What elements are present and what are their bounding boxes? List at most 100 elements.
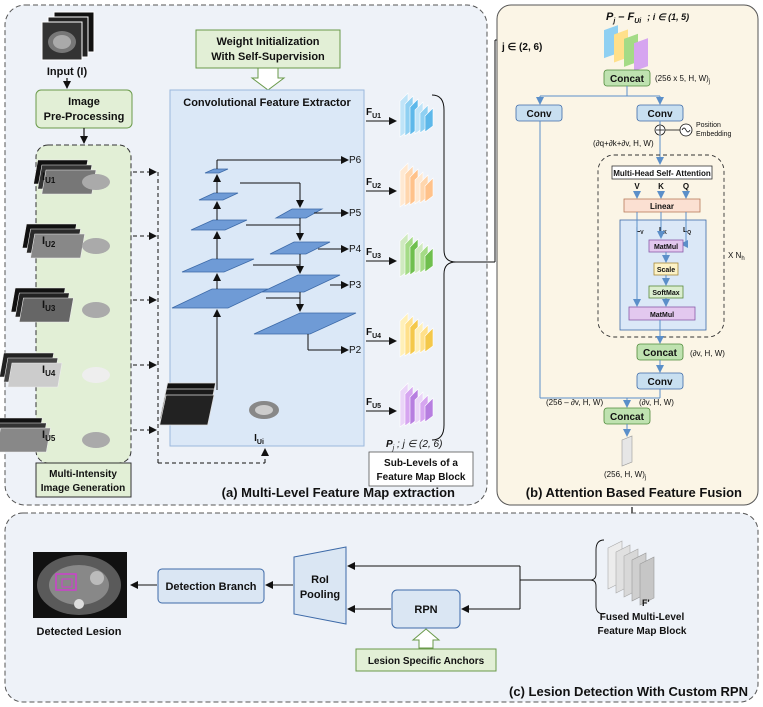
intensity-label: IU4 <box>42 364 56 378</box>
detected-lesion-label: Detected Lesion <box>37 626 122 638</box>
extractor-title: Convolutional Feature Extractor <box>183 97 351 109</box>
p-level-label: P2 <box>349 345 362 356</box>
sublevel-line2: Feature Map Block <box>377 472 466 483</box>
weight-init-line2: With Self-Supervision <box>211 51 325 63</box>
roi-pooling-box <box>293 546 347 625</box>
multi-intensity-line2: Image Generation <box>41 483 125 494</box>
weight-init-box <box>195 29 341 69</box>
feature-label: FU5 <box>366 397 381 410</box>
weight-init-arrow <box>250 67 286 91</box>
feature-label: FU3 <box>366 247 381 260</box>
anchors-label: Lesion Specific Anchors <box>368 656 485 667</box>
fused-output-map <box>621 435 633 467</box>
intensity-stack <box>33 159 110 195</box>
sublevel-line1: Sub-Levels of a <box>384 458 458 469</box>
panel-c-border <box>4 512 759 703</box>
feature-map-block <box>399 382 434 428</box>
feature-map-block <box>399 312 434 358</box>
p-level-label: P5 <box>349 208 362 219</box>
input-label: Input (I) <box>47 66 88 78</box>
p-level-label: P3 <box>349 280 362 291</box>
conv-left <box>515 104 563 122</box>
anchors-arrow <box>411 628 441 649</box>
concat-mid-dims: (∂v, H, W) <box>690 349 725 358</box>
pyramid-planes <box>171 168 357 335</box>
input-image <box>41 11 95 61</box>
panel-b-caption: (b) Attention Based Feature Fusion <box>526 485 742 500</box>
multi-feature-stack <box>604 25 648 72</box>
left-dims: (256 – ∂v, H, W) <box>546 398 603 407</box>
fused-line1: Fused Multi-Level <box>600 612 685 623</box>
top-label: Pj – FUi; i ∈ (1, 5) <box>606 11 689 25</box>
linear-label: Linear <box>650 202 674 211</box>
pyramid-connectors <box>213 156 349 390</box>
intensity-label: IU5 <box>42 429 56 443</box>
roi-line2: Pooling <box>300 589 340 601</box>
p-level-label: P4 <box>349 244 362 255</box>
j-range: j ∈ (2, 6) <box>501 42 542 53</box>
position-embedding-line1: Position <box>696 122 721 129</box>
position-embedding-line2: Embedding <box>696 131 732 138</box>
intensity-label: IU1 <box>42 171 56 185</box>
conv-left-label: Conv <box>527 109 552 120</box>
p-level-label: P6 <box>349 155 362 166</box>
right-dims: (∂v, H, W) <box>639 398 674 407</box>
feature-label: FU4 <box>366 327 381 340</box>
fused-feature-label: F' <box>642 598 650 608</box>
softmax-label: SoftMax <box>652 290 679 297</box>
panel-a: Input (I) Image Pre-Processing Multi-Int… <box>0 4 591 506</box>
panel-b: j ∈ (2, 6) Pj – FUi; i ∈ (1, 5) Concat (… <box>496 4 759 506</box>
scale-label: Scale <box>657 267 675 274</box>
rpn-box <box>391 589 461 629</box>
intensity-links <box>133 168 269 464</box>
qkv-dims: (∂q+∂k+∂v, H, W) <box>593 139 654 148</box>
fused-feature-stack <box>607 540 655 606</box>
panel-c: Detected Lesion Detection Branch RoI Poo… <box>4 512 759 703</box>
pj-label: Pj ; j ∈ (2, 6) <box>386 439 442 452</box>
concat-top-label: Concat <box>610 74 645 85</box>
feature-map-block <box>399 92 434 138</box>
q-label: Q <box>683 182 689 191</box>
fused-line2: Feature Map Block <box>598 626 687 637</box>
panel-a-caption: (a) Multi-Level Feature Map extraction <box>222 485 455 500</box>
anchors-box <box>355 648 497 672</box>
v-label: V <box>634 182 640 191</box>
panel-c-caption: (c) Lesion Detection With Custom RPN <box>509 684 748 699</box>
detection-branch-box <box>157 568 265 604</box>
sublevel-box <box>368 451 474 487</box>
detected-lesion-image <box>33 552 127 618</box>
concat-mid-label: Concat <box>643 348 678 359</box>
intensity-stack <box>21 223 110 259</box>
feature-label: FU2 <box>366 177 381 190</box>
preprocess-line1: Image <box>68 96 100 108</box>
detection-branch-label: Detection Branch <box>165 581 256 593</box>
weight-init-line1: Weight Initialization <box>216 36 319 48</box>
intensity-label: IU3 <box>42 299 56 313</box>
extractor-input-stack <box>159 382 279 426</box>
repeat-label: X Nh <box>728 251 745 262</box>
intensity-stack <box>0 417 110 453</box>
mhsa-title-box <box>611 165 713 180</box>
concat-bottom-label: Concat <box>610 412 645 423</box>
intensity-label: IU2 <box>42 235 56 249</box>
multi-intensity-label-box <box>35 462 132 498</box>
input-stack-label: IUi <box>254 433 264 446</box>
roi-line1: RoI <box>311 574 329 586</box>
concat-dims: (256 x 5, H, W)j <box>655 74 710 85</box>
linear-box <box>623 198 701 213</box>
mhsa-title: Multi-Head Self- Attention <box>613 169 711 178</box>
feature-map-block <box>399 162 434 208</box>
feature-map-block <box>399 232 434 278</box>
final-dims: (256, H, W)j <box>604 470 646 481</box>
conv-bottom-label: Conv <box>648 377 673 388</box>
matmul-bottom-label: MatMul <box>650 312 674 319</box>
matmul-bottom <box>628 306 696 321</box>
multi-intensity-line1: Multi-Intensity <box>49 469 117 480</box>
k-label: K <box>658 182 664 191</box>
matmul-top-label: MatMul <box>654 244 678 251</box>
conv-right-label: Conv <box>648 109 673 120</box>
